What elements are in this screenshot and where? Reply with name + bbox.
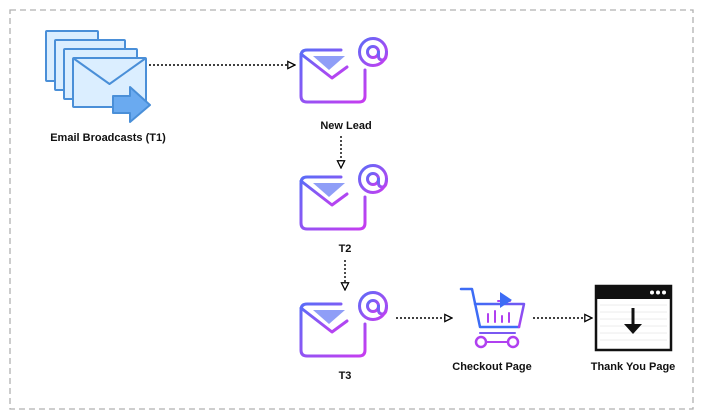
browser-download-icon bbox=[594, 284, 673, 352]
node-label-email-broadcasts: Email Broadcasts (T1) bbox=[50, 132, 166, 144]
email-broadcast-icon bbox=[45, 30, 151, 123]
node-label-thank-you-page: Thank You Page bbox=[590, 361, 676, 373]
node-label-checkout-page: Checkout Page bbox=[452, 361, 532, 373]
email-at-icon bbox=[299, 37, 388, 104]
node-label-t2: T2 bbox=[338, 243, 352, 255]
email-at-icon bbox=[299, 291, 388, 358]
connectors bbox=[149, 65, 592, 318]
node-label-new-lead: New Lead bbox=[320, 120, 372, 132]
email-at-icon bbox=[299, 164, 388, 231]
diagram-frame bbox=[9, 9, 694, 410]
node-label-t3: T3 bbox=[338, 370, 352, 382]
shopping-cart-icon bbox=[459, 287, 526, 349]
